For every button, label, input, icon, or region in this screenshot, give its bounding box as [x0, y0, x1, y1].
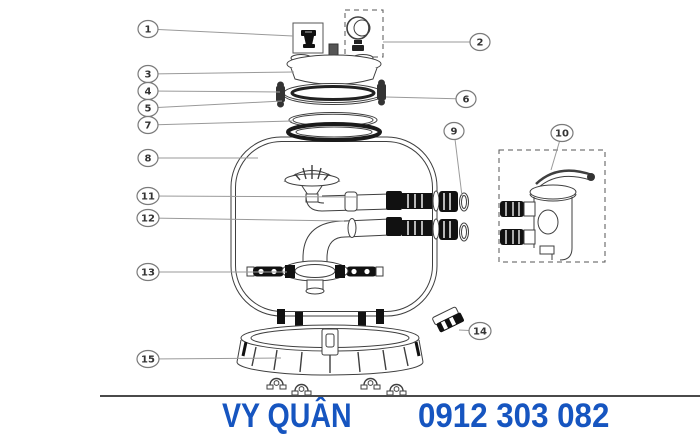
svg-text:6: 6 — [463, 95, 470, 106]
svg-text:9: 9 — [451, 127, 458, 138]
callout-14: 14 — [468, 321, 492, 341]
callout-11: 11 — [136, 186, 160, 206]
callout-13: 13 — [136, 262, 160, 282]
pressure-gauge-box-icon — [344, 9, 384, 58]
svg-text:13: 13 — [141, 268, 155, 279]
callout-7: 7 — [137, 115, 159, 135]
filter-lid — [286, 43, 382, 85]
air-plug-box-icon — [292, 22, 324, 54]
footer-divider — [100, 395, 700, 397]
phone-number: 0912 303 082 — [418, 397, 610, 435]
clamp-ring — [276, 79, 386, 108]
multiport-valve-box — [498, 149, 606, 263]
svg-text:11: 11 — [141, 192, 155, 203]
callout-9: 9 — [443, 121, 465, 141]
bottom-clips — [266, 377, 407, 396]
callout-10: 10 — [550, 123, 574, 143]
callout-15: 15 — [136, 349, 160, 369]
callout-3: 3 — [137, 64, 159, 84]
callout-4: 4 — [137, 81, 159, 101]
brand-text: VY QUÂN — [222, 397, 352, 435]
svg-text:8: 8 — [145, 154, 152, 165]
bulkhead-orings — [459, 192, 469, 242]
callout-8: 8 — [137, 148, 159, 168]
callout-12: 12 — [136, 208, 160, 228]
callout-5: 5 — [137, 98, 159, 118]
svg-text:1: 1 — [145, 25, 152, 36]
lower-pipe-elbow — [302, 217, 458, 265]
svg-text:15: 15 — [141, 355, 155, 366]
svg-text:2: 2 — [477, 38, 484, 49]
base-stand — [236, 324, 424, 376]
callout-1: 1 — [137, 19, 159, 39]
retainer-clip — [432, 306, 464, 333]
callout-6: 6 — [455, 89, 477, 109]
svg-text:5: 5 — [145, 104, 152, 115]
svg-text:7: 7 — [145, 121, 152, 132]
svg-text:14: 14 — [473, 327, 487, 338]
callout-2: 2 — [469, 32, 491, 52]
tank-bottom-pegs — [277, 309, 384, 326]
svg-text:4: 4 — [145, 87, 152, 98]
svg-text:12: 12 — [141, 214, 155, 225]
svg-text:3: 3 — [145, 70, 152, 81]
lateral-assembly — [246, 260, 384, 295]
svg-text:10: 10 — [555, 129, 569, 140]
